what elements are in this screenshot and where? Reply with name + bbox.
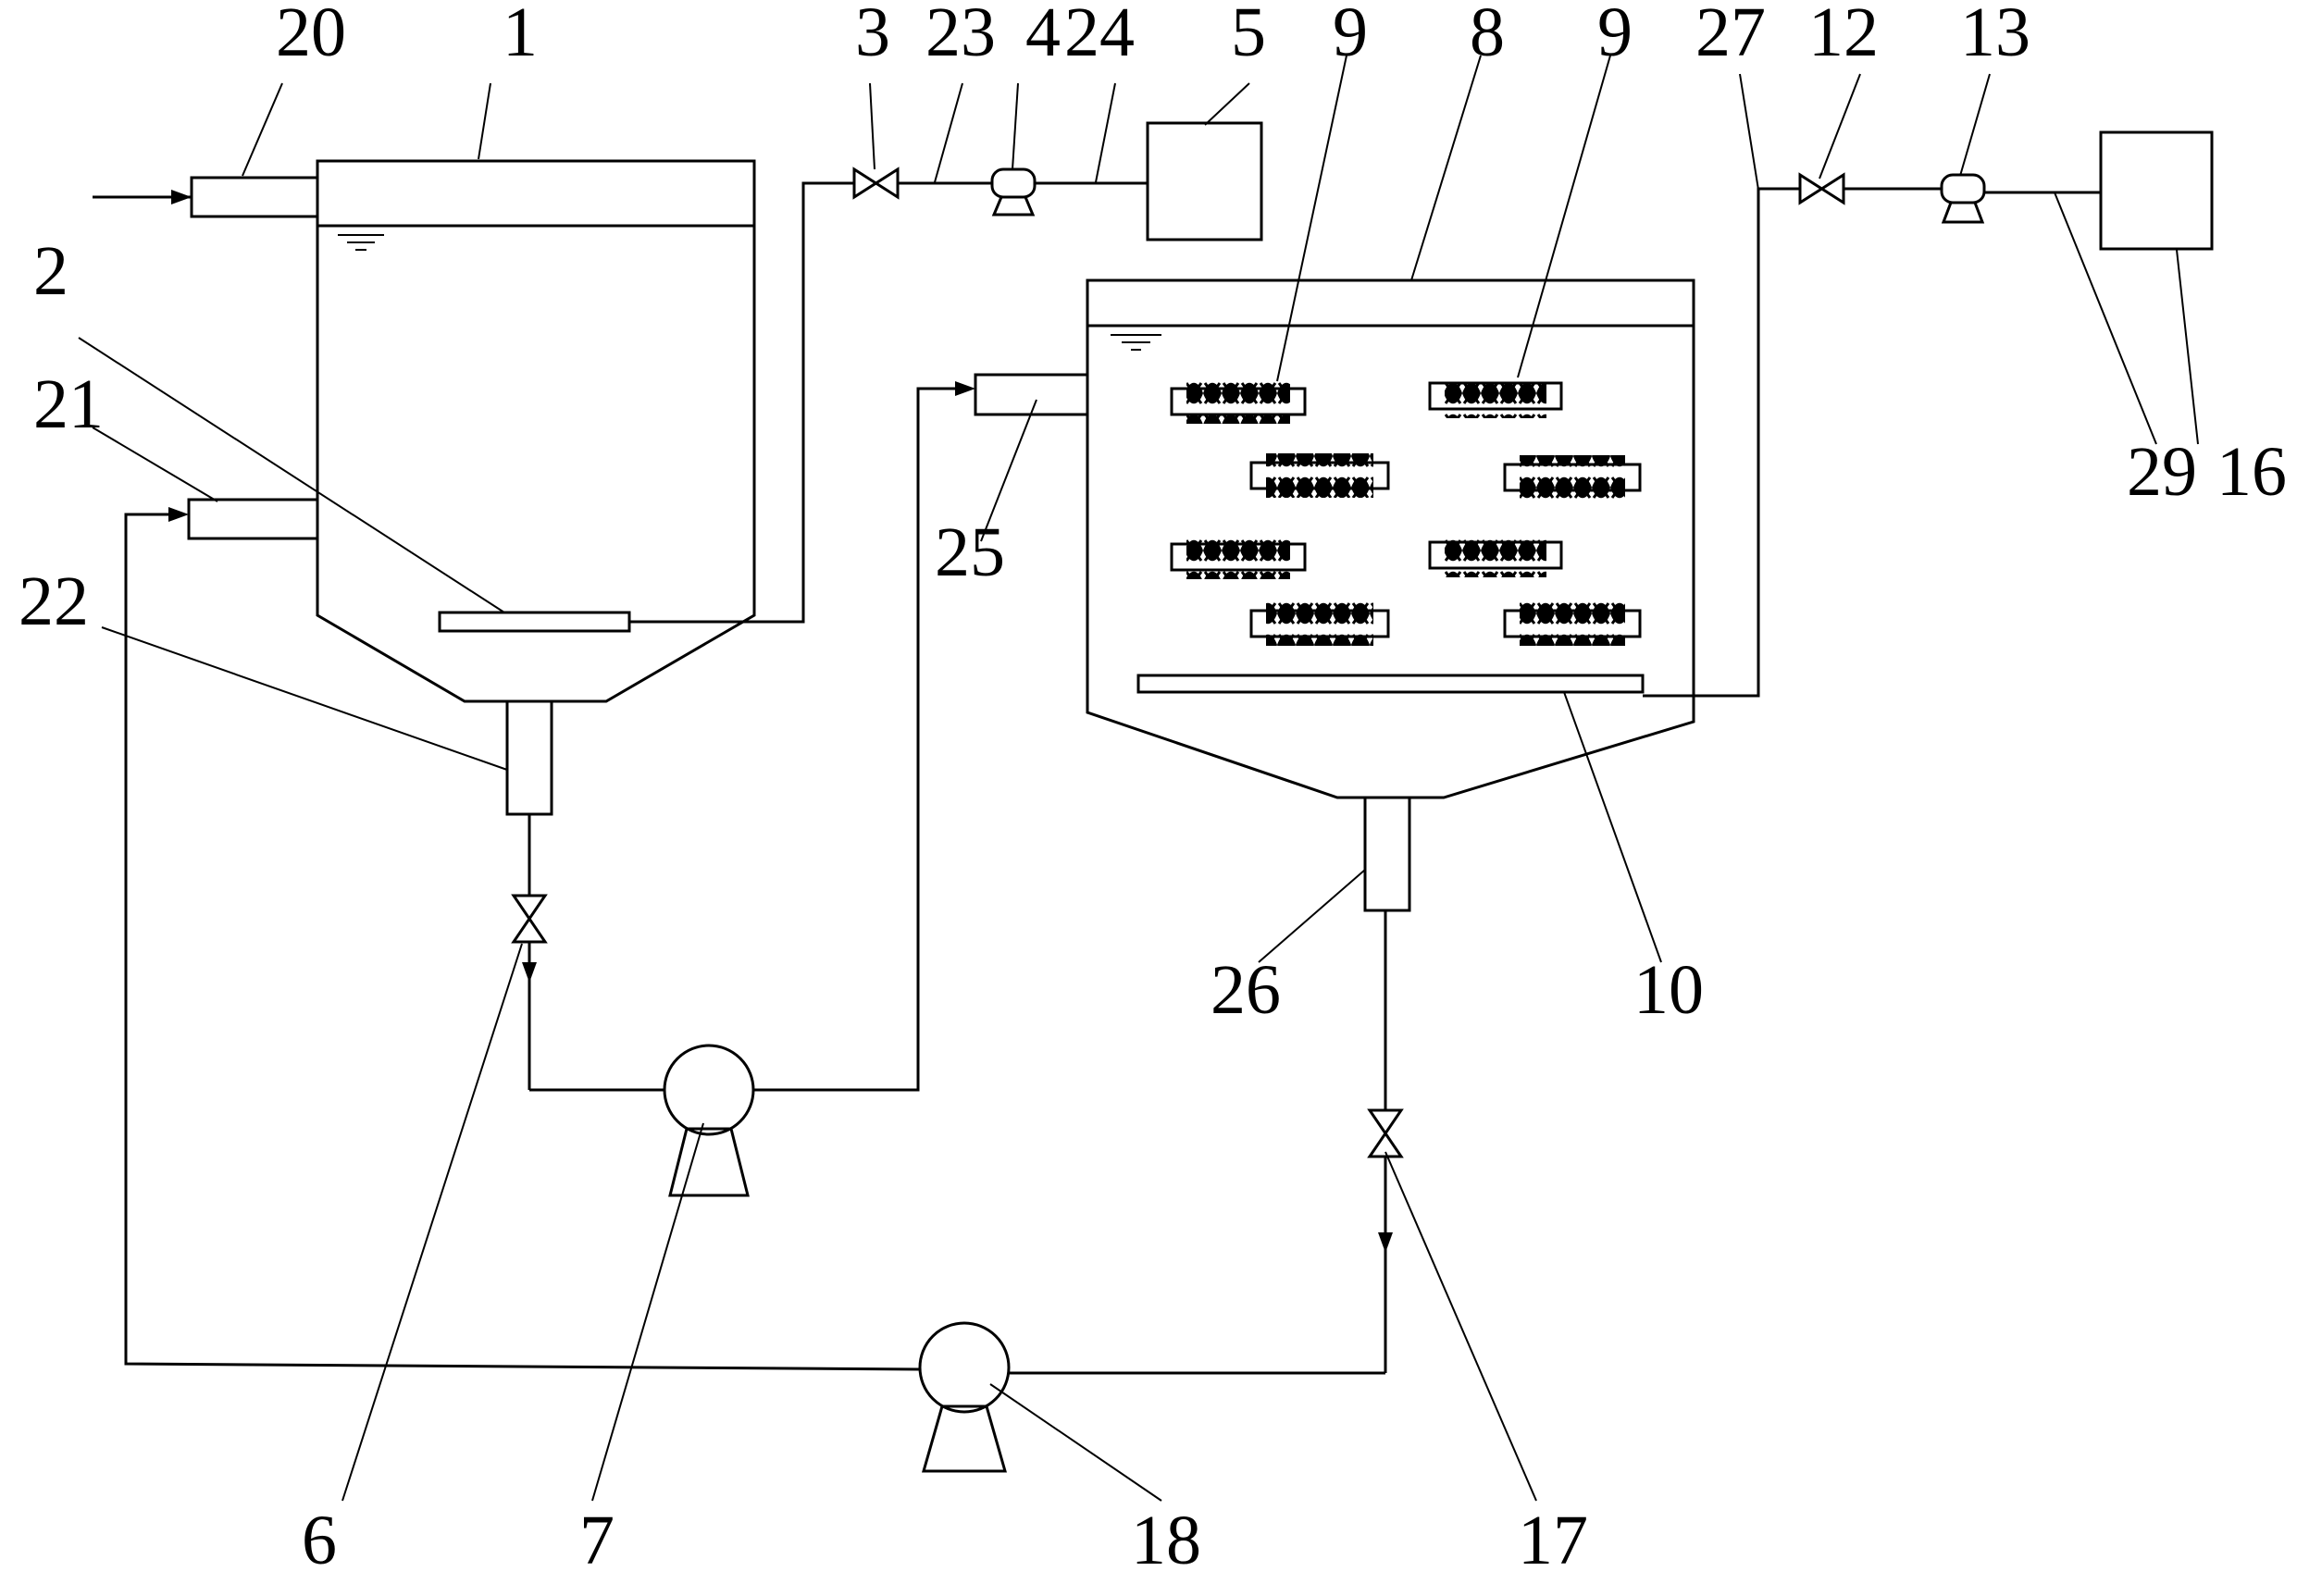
label-17: 17 (1518, 1502, 1588, 1579)
air-source-16 (2099, 130, 2214, 251)
label-26: 26 (1211, 951, 1281, 1029)
pump-7 (663, 1044, 755, 1197)
leader-lines (78, 55, 2199, 1502)
tank-1 (316, 159, 756, 703)
label-20: 20 (276, 0, 346, 71)
water-level-icon (338, 234, 384, 251)
blower-4 (990, 167, 1037, 217)
label-4: 4 (1025, 0, 1061, 71)
label-23: 23 (925, 0, 996, 71)
label-29: 29 (2127, 433, 2197, 511)
biofilm-carrier-icon (1503, 601, 1642, 646)
label-27: 27 (1695, 0, 1766, 71)
blower-13 (1940, 173, 1986, 224)
inlet-pipe-21 (168, 498, 319, 540)
pump-18 (918, 1321, 1011, 1473)
biofilm-carrier-icon (1170, 379, 1307, 424)
label-10: 10 (1633, 951, 1704, 1029)
label-8: 8 (1470, 0, 1505, 71)
reference-numerals: 20 1 2 21 22 3 23 4 24 5 9 8 9 27 12 13 … (19, 0, 2287, 1579)
label-5: 5 (1231, 0, 1266, 71)
tank-8 (1086, 278, 1695, 799)
air-pipe-23 (629, 181, 854, 624)
biofilm-carrier-icon (1503, 455, 1642, 500)
label-13: 13 (1960, 0, 2030, 71)
valve-12 (1798, 172, 1845, 205)
aerator-2 (438, 611, 631, 633)
label-12: 12 (1808, 0, 1879, 71)
label-1: 1 (503, 0, 538, 71)
biofilm-carrier-icon (1249, 601, 1390, 646)
outlet-pipe-22 (505, 699, 553, 816)
inlet-pipe-20 (93, 176, 319, 218)
label-7: 7 (579, 1502, 615, 1579)
label-16: 16 (2216, 433, 2287, 511)
aerator-10 (1136, 674, 1645, 694)
label-9a: 9 (1333, 0, 1368, 71)
biofilm-carrier-icon (1428, 533, 1563, 577)
label-22: 22 (19, 563, 89, 640)
inlet-pipe-25 (955, 373, 1089, 416)
label-21: 21 (33, 365, 104, 443)
label-9b: 9 (1597, 0, 1633, 71)
valve-3 (852, 167, 900, 200)
valve-6 (511, 894, 548, 944)
outlet-pipe-26 (1363, 796, 1411, 912)
label-6: 6 (302, 1502, 337, 1579)
air-source-5 (1146, 121, 1263, 241)
biofilm-carrier-icon (1428, 374, 1563, 418)
label-2: 2 (33, 232, 68, 310)
biofilm-carrier-icon (1249, 453, 1390, 498)
biofilm-carrier-icon (1170, 535, 1307, 579)
label-18: 18 (1131, 1502, 1201, 1579)
valve-17 (1367, 1108, 1404, 1158)
label-25: 25 (935, 513, 1005, 591)
label-3: 3 (855, 0, 890, 71)
air-pipe-27 (1643, 187, 1800, 698)
water-level-icon (1111, 334, 1161, 351)
label-24: 24 (1064, 0, 1135, 71)
